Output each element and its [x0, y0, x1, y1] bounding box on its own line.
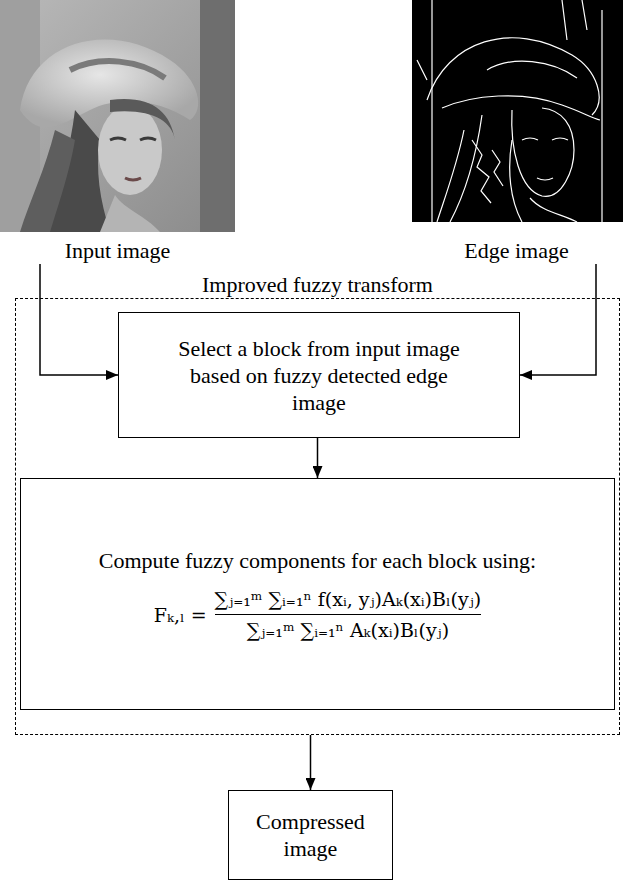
process-box: Select a block from input image based on… — [118, 312, 520, 438]
edge-image — [412, 0, 623, 222]
arrow-connector — [40, 264, 118, 375]
arrow-connector — [317, 438, 319, 478]
group-title: Improved fuzzy transform — [15, 272, 620, 298]
arrow-connector — [310, 735, 312, 790]
fraction-bar — [215, 614, 482, 615]
formula-lhs: Fₖ,ₗ = — [154, 604, 207, 626]
box-text: Compressed image — [246, 808, 376, 862]
process-box: Compute fuzzy components for each block … — [20, 478, 615, 710]
input-photo — [0, 0, 235, 232]
box-text: Select a block from input image based on… — [164, 335, 474, 416]
formula-numerator: ∑ⱼ₌₁ᵐ ∑ᵢ₌₁ⁿ f(xᵢ, yⱼ)Aₖ(xᵢ)Bₗ(yⱼ) — [215, 588, 482, 610]
image-caption: Input image — [0, 238, 235, 264]
arrow-connector — [520, 264, 596, 375]
formula: Fₖ,ₗ =∑ⱼ₌₁ᵐ ∑ᵢ₌₁ⁿ f(xᵢ, yⱼ)Aₖ(xᵢ)Bₗ(yⱼ)∑… — [154, 588, 481, 641]
image-caption: Edge image — [410, 238, 623, 264]
output-box: Compressed image — [228, 790, 393, 880]
dashed-group: Improved fuzzy transformSelect a block f… — [15, 272, 620, 735]
box-text: Compute fuzzy components for each block … — [99, 547, 536, 574]
formula-denominator: ∑ⱼ₌₁ᵐ ∑ᵢ₌₁ⁿ Aₖ(xᵢ)Bₗ(yⱼ) — [247, 619, 449, 641]
fraction: ∑ⱼ₌₁ᵐ ∑ᵢ₌₁ⁿ f(xᵢ, yⱼ)Aₖ(xᵢ)Bₗ(yⱼ) ∑ⱼ₌₁ᵐ ∑… — [215, 588, 482, 641]
image-panel: Edge image — [410, 0, 623, 264]
image-panel: Input image — [0, 0, 235, 264]
